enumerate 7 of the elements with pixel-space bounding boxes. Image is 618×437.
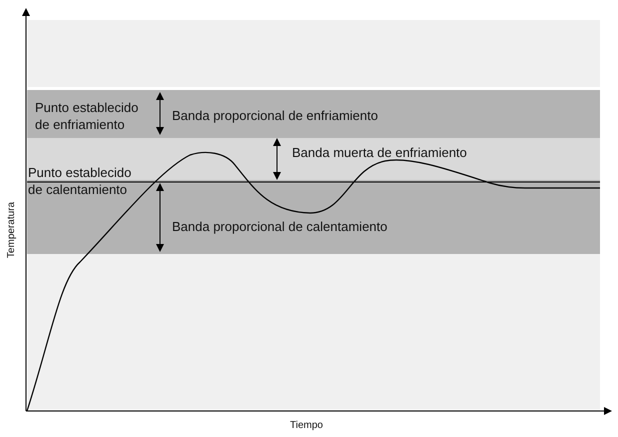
setpoint-label: Punto establecido de calentamiento xyxy=(28,164,132,198)
band-label: Banda proporcional de enfriamiento xyxy=(172,107,378,124)
band-label: Banda muerta de enfriamiento xyxy=(292,144,467,161)
axis-label: Tiempo xyxy=(290,420,323,432)
band-label: Banda proporcional de calentamiento xyxy=(172,218,388,235)
axis-label: Temperatura xyxy=(6,200,18,260)
setpoint-label: Punto establecido de enfriamiento xyxy=(35,99,140,133)
